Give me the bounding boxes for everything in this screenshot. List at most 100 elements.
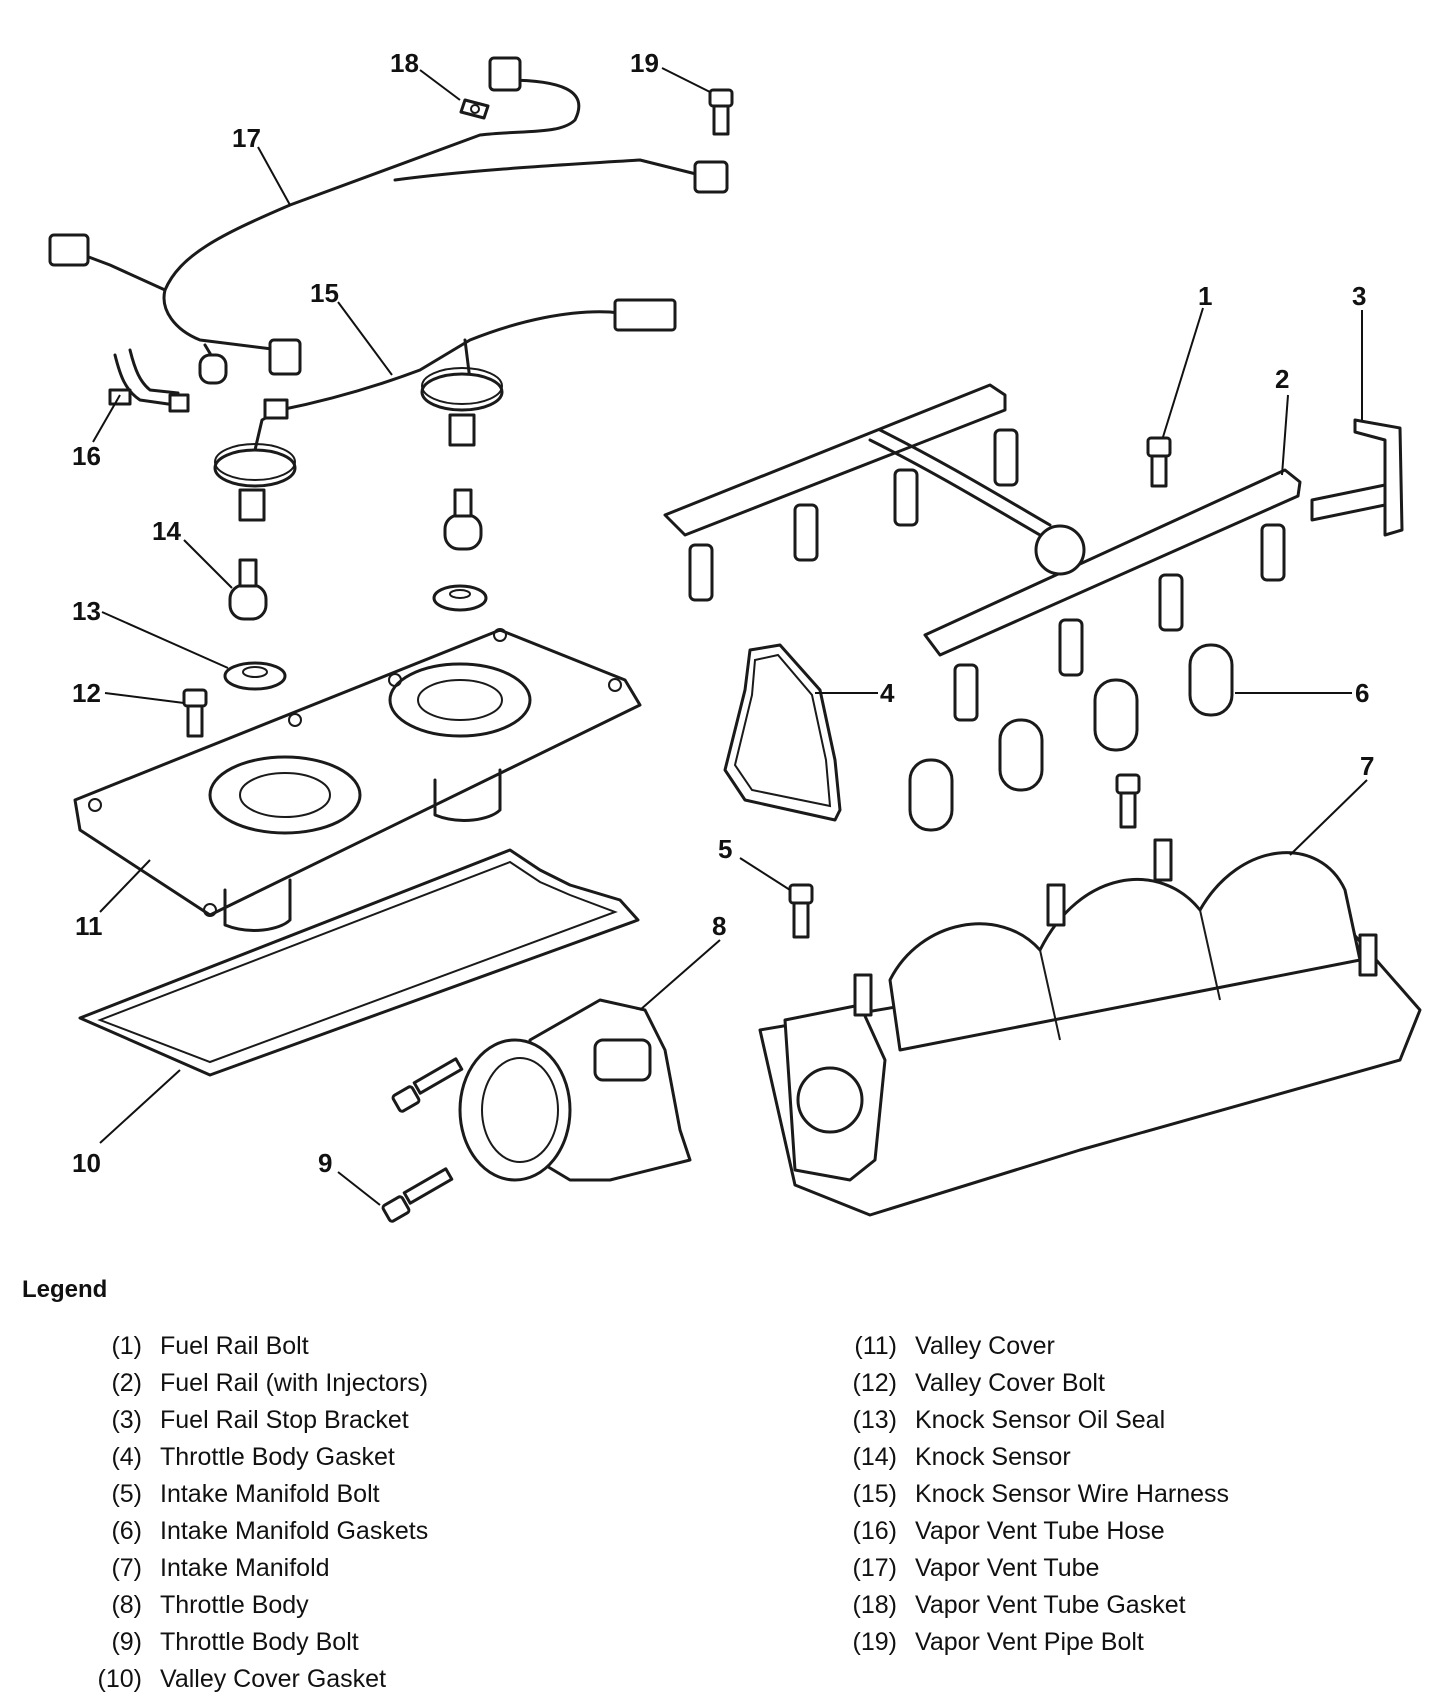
legend-item-text: Knock Sensor Oil Seal: [915, 1406, 1166, 1434]
callout-11: 11: [75, 911, 103, 941]
legend-item: (3) Fuel Rail Stop Bracket: [70, 1402, 428, 1439]
vapor-vent-tube: [48, 56, 729, 385]
legend-item-number: (16): [852, 1517, 897, 1545]
legend-title: Legend: [22, 1276, 108, 1303]
legend-item: (12) Valley Cover Bolt: [825, 1365, 1229, 1402]
vapor-vent-tube-gasket: [459, 98, 490, 120]
callout-4: 4: [880, 678, 895, 708]
legend-item: (19) Vapor Vent Pipe Bolt: [825, 1624, 1229, 1661]
callout-8: 8: [712, 911, 726, 941]
legend-column-left: (1) Fuel Rail Bolt (2) Fuel Rail (with Inje…: [70, 1328, 429, 1698]
legend-item-number: (19): [852, 1628, 897, 1656]
legend-item-number: (3): [111, 1406, 142, 1434]
legend-item-text: Valley Cover Bolt: [915, 1369, 1105, 1397]
legend-item-number: (8): [111, 1591, 142, 1619]
callout-labels: 1 2 3 4 5 6 7 8 9 10 11 12 13 14 15 16 1…: [72, 48, 1374, 1178]
legend-item-number: (15): [852, 1480, 897, 1508]
legend-item: (6) Intake Manifold Gaskets: [70, 1513, 428, 1550]
intake-manifold: [758, 838, 1422, 1217]
legend-item-text: Knock Sensor Wire Harness: [915, 1480, 1230, 1508]
knock-sensor: [228, 488, 483, 621]
legend-item: (8) Throttle Body: [70, 1587, 428, 1624]
legend-item: (4) Throttle Body Gasket: [70, 1439, 428, 1476]
legend-item: (9) Throttle Body Bolt: [70, 1624, 428, 1661]
callout-2: 2: [1275, 364, 1289, 394]
callout-16: 16: [72, 441, 101, 471]
leader-lines: [92, 67, 1368, 1206]
legend-item: (2) Fuel Rail (with Injectors): [70, 1365, 428, 1402]
legend-item-text: Fuel Rail Bolt: [160, 1332, 309, 1360]
legend-item-number: (17): [852, 1554, 897, 1582]
legend-item: (5) Intake Manifold Bolt: [70, 1476, 428, 1513]
callout-12: 12: [72, 678, 101, 708]
legend-item-number: (5): [111, 1480, 142, 1508]
callout-7: 7: [1360, 751, 1374, 781]
legend-item-text: Fuel Rail (with Injectors): [160, 1369, 429, 1397]
throttle-body-bolt: [381, 1057, 464, 1223]
callout-17: 17: [232, 123, 261, 153]
legend-item-number: (18): [852, 1591, 897, 1619]
legend-item-number: (13): [852, 1406, 897, 1434]
legend-item-number: (10): [97, 1665, 142, 1693]
legend-item-text: Throttle Body Gasket: [160, 1443, 395, 1471]
callout-15: 15: [310, 278, 339, 308]
legend-item: (1) Fuel Rail Bolt: [70, 1328, 428, 1365]
intake-manifold-bolt: [788, 773, 1141, 939]
fuel-rail-stop-bracket: [1310, 418, 1404, 537]
throttle-body-gasket: [723, 643, 842, 822]
callout-9: 9: [318, 1148, 332, 1178]
exploded-parts-diagram: 1 2 3 4 5 6 7 8 9 10 11 12 13 14 15 16 1…: [48, 48, 1422, 1223]
legend-item: (10) Valley Cover Gasket: [70, 1661, 428, 1698]
legend-item: (11) Valley Cover: [825, 1328, 1229, 1365]
legend-item-text: Valley Cover: [915, 1332, 1055, 1360]
callout-6: 6: [1355, 678, 1369, 708]
legend-item-number: (12): [852, 1369, 897, 1397]
legend-item-number: (6): [111, 1517, 142, 1545]
legend-item-text: Throttle Body Bolt: [160, 1628, 359, 1656]
legend-item: (7) Intake Manifold: [70, 1550, 428, 1587]
legend-item-number: (1): [111, 1332, 142, 1360]
legend-item-text: Vapor Vent Tube Gasket: [915, 1591, 1186, 1619]
callout-19: 19: [630, 48, 659, 78]
legend-item-text: Valley Cover Gasket: [160, 1665, 387, 1693]
callout-13: 13: [72, 596, 101, 626]
callout-5: 5: [718, 834, 732, 864]
callout-14: 14: [152, 516, 181, 546]
vapor-vent-pipe-bolt: [708, 88, 734, 136]
callout-18: 18: [390, 48, 419, 78]
legend-item: (13) Knock Sensor Oil Seal: [825, 1402, 1229, 1439]
legend-item-text: Intake Manifold Bolt: [160, 1480, 380, 1508]
legend-item-text: Throttle Body: [160, 1591, 309, 1619]
legend-item: (17) Vapor Vent Tube: [825, 1550, 1229, 1587]
legend-item-number: (7): [111, 1554, 142, 1582]
legend-item-text: Vapor Vent Tube: [915, 1554, 1100, 1582]
fuel-rail: [663, 383, 1302, 722]
knock-sensor-wire-harness: [213, 298, 677, 522]
legend-item-text: Fuel Rail Stop Bracket: [160, 1406, 409, 1434]
legend-item-number: (9): [111, 1628, 142, 1656]
legend-item-text: Intake Manifold Gaskets: [160, 1517, 429, 1545]
legend-item-text: Intake Manifold: [160, 1554, 330, 1582]
throttle-body: [458, 998, 692, 1182]
legend-item: (15) Knock Sensor Wire Harness: [825, 1476, 1229, 1513]
legend-item-text: Vapor Vent Pipe Bolt: [915, 1628, 1144, 1656]
vapor-vent-tube-hose: [108, 348, 190, 413]
legend-item-text: Knock Sensor: [915, 1443, 1071, 1471]
legend-item-number: (11): [854, 1332, 897, 1360]
legend-item: (14)Knock Sensor: [825, 1439, 1229, 1476]
legend-item: (16) Vapor Vent Tube Hose: [825, 1513, 1229, 1550]
intake-manifold-gaskets: [908, 643, 1234, 832]
valley-cover-gasket: [78, 848, 640, 1077]
knock-sensor-oil-seal: [223, 584, 488, 691]
legend-item: (18) Vapor Vent Tube Gasket: [825, 1587, 1229, 1624]
valley-cover-bolt: [182, 688, 208, 738]
legend-item-number: (4): [111, 1443, 142, 1471]
legend-item-number: (2): [111, 1369, 142, 1397]
valley-cover: [73, 628, 642, 932]
fuel-rail-bolt: [1146, 436, 1172, 488]
legend-column-right: (11) Valley Cover (12) Valley Cover Bolt (13…: [825, 1328, 1229, 1661]
callout-10: 10: [72, 1148, 101, 1178]
callout-3: 3: [1352, 281, 1366, 311]
callout-1: 1: [1198, 281, 1212, 311]
legend-item-text: Vapor Vent Tube Hose: [915, 1517, 1165, 1545]
